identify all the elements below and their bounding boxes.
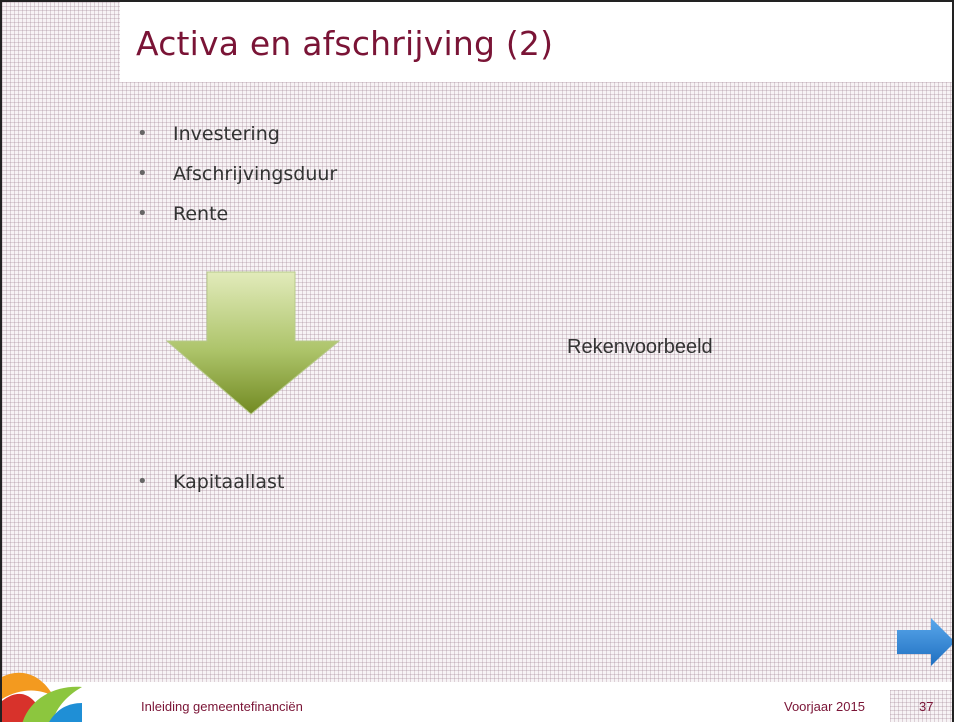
page-number-box [890,690,952,722]
rekenvoorbeeld-label: Rekenvoorbeeld [567,336,713,358]
down-arrow-icon [165,271,341,415]
bullet-list: Investering Afschrijvingsduur Rente [137,120,337,240]
slide-title: Activa en afschrijving (2) [136,24,554,63]
footer-date: Voorjaar 2015 [784,699,865,714]
bullet-afschrijvingsduur: Afschrijvingsduur [137,160,337,200]
page-number: 37 [919,699,934,714]
bullet-rente: Rente [137,200,337,240]
footer-course: Inleiding gemeentefinanciën [141,699,303,714]
result-bullet-list: Kapitaallast [137,468,284,508]
title-box: Activa en afschrijving (2) [120,2,952,82]
bullet-kapitaallast: Kapitaallast [137,468,284,508]
bullet-investering: Investering [137,120,337,160]
next-slide-button[interactable] [895,616,954,668]
leaf-logo [2,672,82,722]
footer-bar [2,682,952,722]
